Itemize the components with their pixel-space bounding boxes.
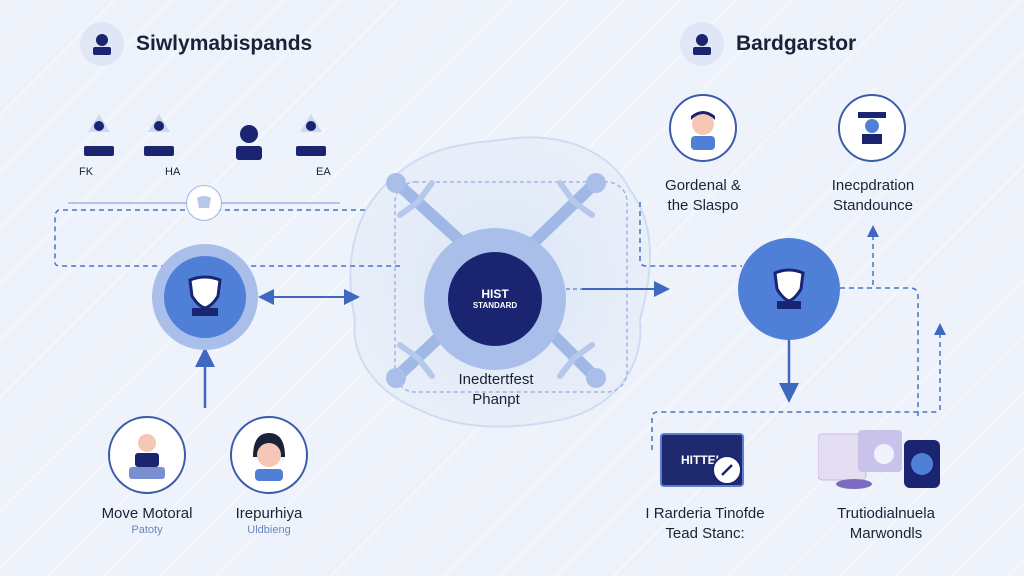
small-label-ha: HA [165,166,181,178]
center-label-line2: Phanpt [472,391,520,408]
center-label: Inedtertfest Phanpt [426,370,566,410]
bottom-right-label-2: Trutiodialnuela Marwondls [837,505,935,542]
right-top-label-1: Gordenal & the Slaspo [665,177,741,214]
central-hub-core: HIST STANDARD [448,252,542,346]
person-icon [80,22,124,66]
devices-illustration [817,430,942,490]
small-icon-4 [294,112,328,163]
central-dashed-frame [394,181,628,393]
bottom-left-label-1: Move Motoral Patoty [101,505,193,536]
person-icon [680,22,724,66]
hub-line-2: STANDARD [472,301,518,310]
left-dashed-loop [54,209,400,267]
bottom-left-avatar-1[interactable] [108,416,186,494]
right-header: Bardgarstor [680,22,856,66]
center-label-line1: Inedtertfest [458,371,534,388]
central-hub[interactable]: HIST STANDARD [424,228,566,370]
left-header-title: Siwlymabispands [136,32,313,55]
right-up-dashed [840,287,919,420]
bottom-left-label-2: Irepurhiya Uldbieng [235,505,303,536]
central-spoke-ends [386,173,606,388]
small-icon-1 [82,112,116,163]
central-spoke-leaves [397,180,595,379]
right-dashed-route [639,202,742,267]
robot-icon [858,112,886,144]
edit-icon[interactable] [712,455,742,485]
bottom-right-dashed [651,411,940,450]
shield-icon [164,256,246,338]
small-label-ea: EA [316,166,331,178]
hub-line-1: HIST [481,287,509,301]
person-avatar-icon [253,433,285,481]
right-top-avatar-2[interactable] [838,94,906,162]
small-icon-2 [142,112,176,163]
shield-icon [773,268,805,309]
left-node[interactable] [152,244,258,350]
small-icon-3 [232,122,266,173]
right-top-avatar-1[interactable] [669,94,737,162]
left-header: Siwlymabispands [80,22,312,66]
person-avatar-icon [691,111,715,150]
bottom-right-label-1: I Rarderia Tinofde Tead Stanc: [645,505,765,542]
right-node[interactable] [738,238,840,340]
junction-icon [186,185,222,221]
right-header-title: Bardgarstor [736,32,857,55]
small-label-fk: FK [79,166,94,178]
person-camera-icon [129,434,165,479]
right-top-label-2: Inecpdration Standounce [831,177,915,214]
bottom-left-avatar-2[interactable] [230,416,308,494]
